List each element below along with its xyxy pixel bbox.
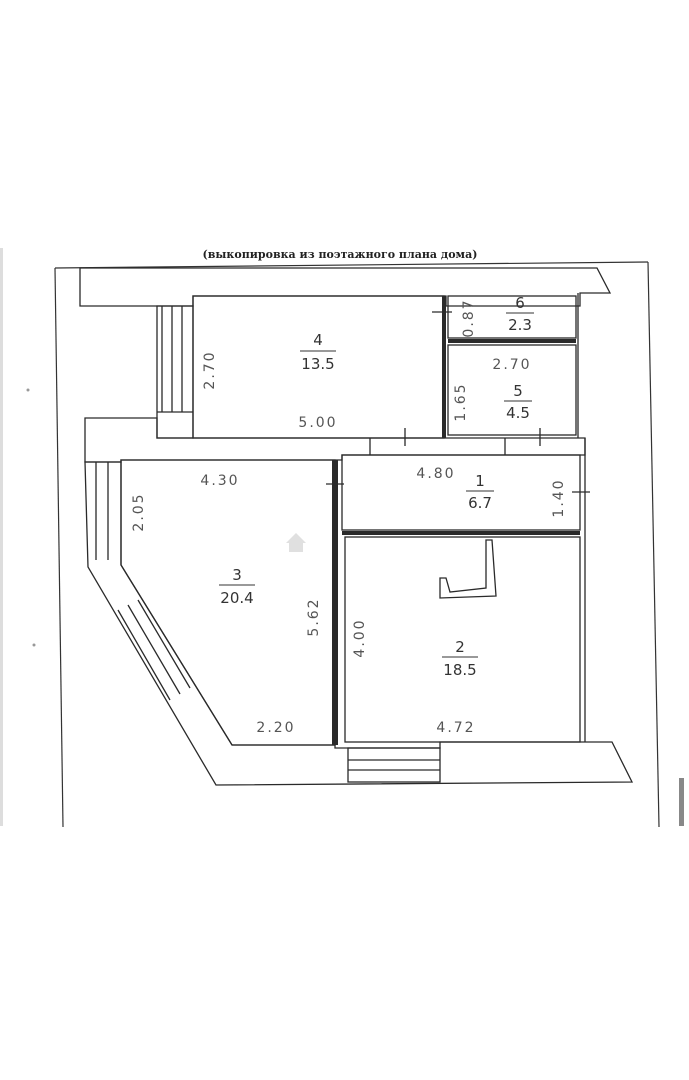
dimension-label: 5.00 (298, 415, 337, 431)
dimension-label: 4.00 (352, 618, 368, 657)
dimension-label: 0.87 (461, 298, 477, 337)
room-5-outline (447, 344, 577, 436)
dimension-label: 2.70 (492, 357, 531, 373)
kitchen-fixture (439, 539, 497, 599)
sheet-right-edge (647, 261, 660, 828)
top-exterior-wall (79, 267, 612, 307)
room-5-label: 5 4.5 (504, 382, 532, 422)
dimension-label: 4.72 (436, 720, 475, 736)
margin-mark (32, 643, 36, 647)
dimension-label: 1.65 (453, 382, 469, 421)
dimension-label: 4.80 (416, 466, 455, 482)
room-area: 18.5 (443, 661, 476, 679)
room-area: 20.4 (220, 589, 253, 607)
window-line (137, 599, 191, 689)
room-area: 13.5 (301, 355, 334, 373)
margin-mark (26, 388, 30, 392)
room-number: 2 (455, 638, 465, 656)
house-watermark-icon (286, 533, 306, 552)
dimension-label: 2.70 (202, 350, 218, 389)
dimension-label: 4.30 (200, 473, 239, 489)
room-3-outline (120, 459, 336, 746)
room-1-label: 1 6.7 (466, 472, 494, 512)
room-4-label: 4 13.5 (300, 331, 336, 373)
window-line (117, 609, 171, 701)
dimension-label: 5.62 (306, 597, 322, 636)
dimension-label: 2.20 (256, 720, 295, 736)
window-line (127, 604, 181, 695)
room-area: 2.3 (508, 316, 532, 334)
room-number: 5 (513, 382, 523, 400)
dimension-label: 2.05 (131, 492, 147, 531)
room-6-outline (447, 295, 577, 339)
dimension-label: 1.40 (551, 478, 567, 517)
room-number: 4 (313, 331, 323, 349)
room-number: 3 (232, 566, 242, 584)
room-area: 4.5 (506, 404, 530, 422)
room-1-outline (341, 454, 581, 531)
sheet-top-edge (54, 261, 649, 269)
room-6-label: 6 2.3 (506, 294, 534, 334)
bottom-window (347, 747, 441, 783)
plan-title: (выкопировка из поэтажного плана дома) (202, 248, 478, 261)
room-number: 1 (475, 472, 485, 490)
left-shadow (0, 248, 3, 826)
room-number: 6 (515, 294, 525, 312)
room-3-label: 3 20.4 (219, 566, 255, 607)
room-area: 6.7 (468, 494, 492, 512)
scrollbar-thumb (679, 778, 684, 826)
sheet-left-edge (54, 267, 64, 828)
room-2-outline (344, 536, 581, 743)
room-2-label: 2 18.5 (442, 638, 478, 679)
